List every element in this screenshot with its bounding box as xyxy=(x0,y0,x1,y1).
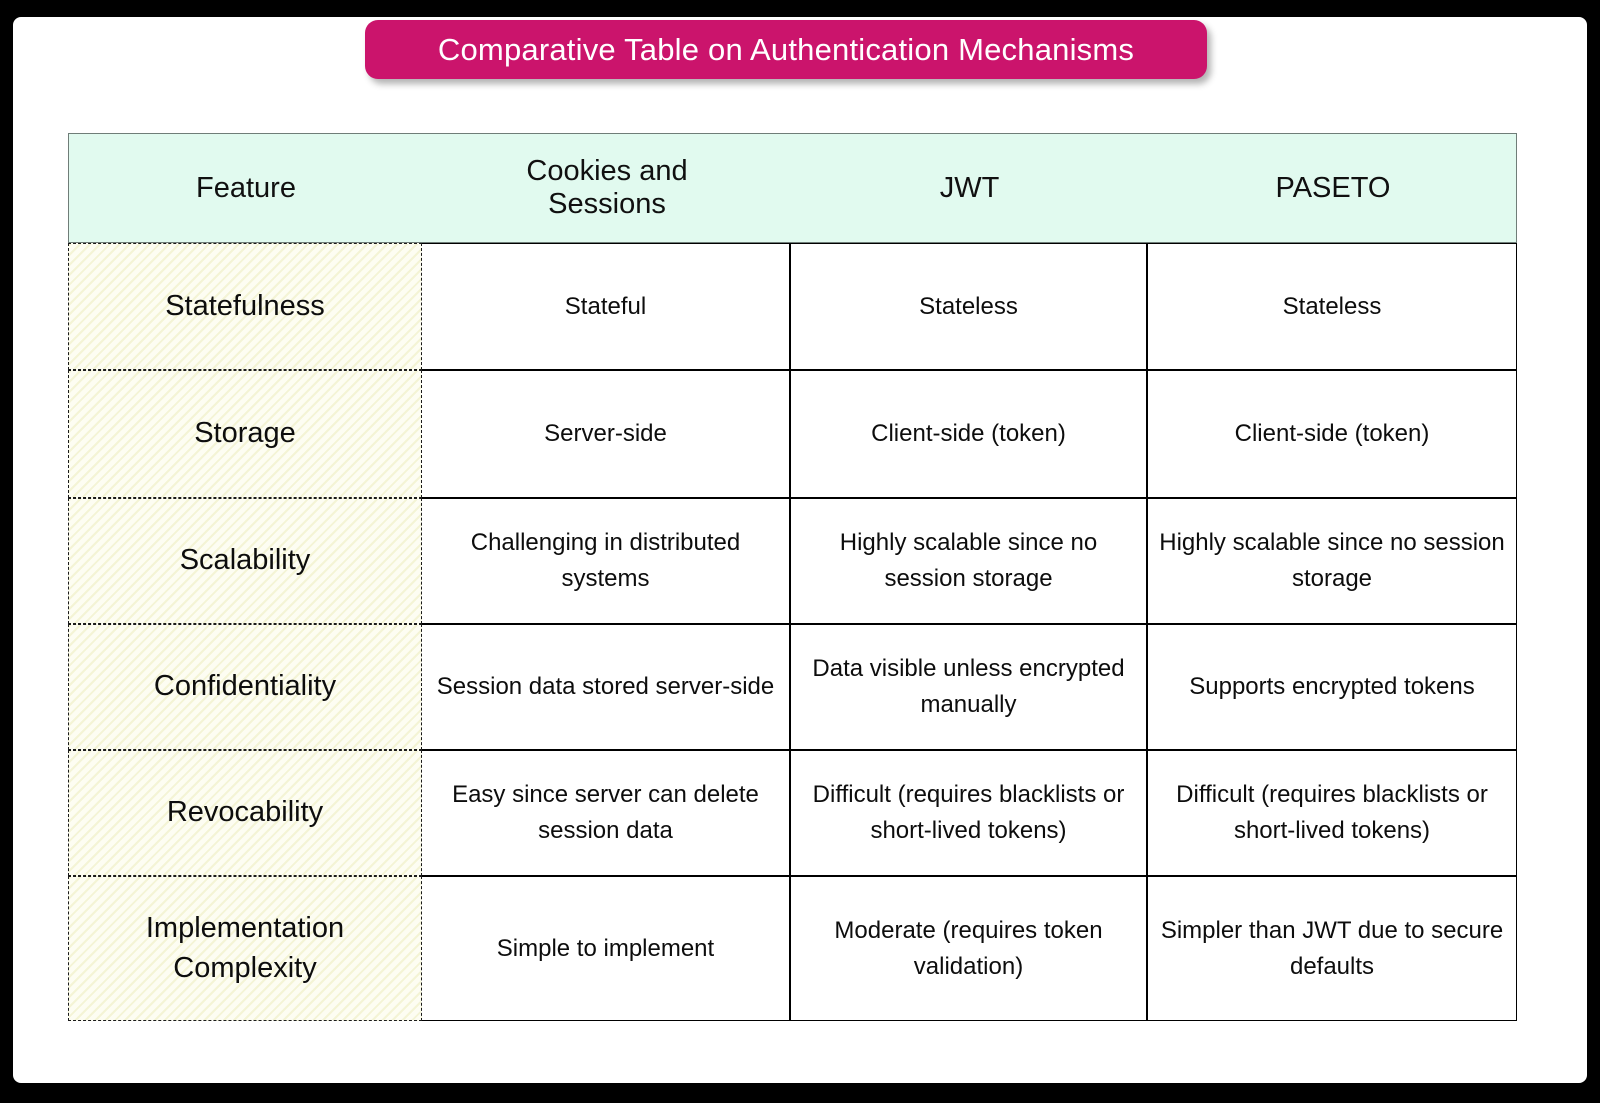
feature-cell-implementation-complexity: Implementation Complexity xyxy=(68,876,422,1021)
value-cell-statefulness-cookies: Stateful xyxy=(422,243,790,370)
table-header-row: Feature Cookies and Sessions JWT PASETO xyxy=(68,133,1517,243)
feature-cell-revocability: Revocability xyxy=(68,750,422,876)
value-cell-scalability-jwt: Highly scalable since no session storage xyxy=(790,498,1147,624)
column-header-feature: Feature xyxy=(196,171,296,204)
value-cell-scalability-cookies: Challenging in distributed systems xyxy=(422,498,790,624)
value-cell-storage-paseto: Client-side (token) xyxy=(1147,370,1517,498)
column-header-paseto: PASETO xyxy=(1275,171,1391,204)
feature-cell-statefulness: Statefulness xyxy=(68,243,422,370)
value-cell-storage-cookies: Server-side xyxy=(422,370,790,498)
page-title: Comparative Table on Authentication Mech… xyxy=(437,31,1135,67)
feature-cell-confidentiality: Confidentiality xyxy=(68,624,422,750)
value-cell-statefulness-jwt: Stateless xyxy=(790,243,1147,370)
comparison-table: Feature Cookies and Sessions JWT PASETO … xyxy=(68,133,1517,1021)
column-header-jwt: JWT xyxy=(939,171,1000,204)
value-cell-confidentiality-paseto: Supports encrypted tokens xyxy=(1147,624,1517,750)
value-cell-statefulness-paseto: Stateless xyxy=(1147,243,1517,370)
title-banner: Comparative Table on Authentication Mech… xyxy=(365,20,1207,79)
value-cell-storage-jwt: Client-side (token) xyxy=(790,370,1147,498)
value-cell-confidentiality-jwt: Data visible unless encrypted manually xyxy=(790,624,1147,750)
value-cell-confidentiality-cookies: Session data stored server-side xyxy=(422,624,790,750)
value-cell-revocability-jwt: Difficult (requires blacklists or short-… xyxy=(790,750,1147,876)
value-cell-implementation-cookies: Simple to implement xyxy=(422,876,790,1021)
value-cell-revocability-paseto: Difficult (requires blacklists or short-… xyxy=(1147,750,1517,876)
feature-cell-storage: Storage xyxy=(68,370,422,498)
column-header-cookies-sessions: Cookies and Sessions xyxy=(526,155,688,220)
value-cell-implementation-jwt: Moderate (requires token validation) xyxy=(790,876,1147,1021)
feature-cell-scalability: Scalability xyxy=(68,498,422,624)
value-cell-scalability-paseto: Highly scalable since no session storage xyxy=(1147,498,1517,624)
value-cell-implementation-paseto: Simpler than JWT due to secure defaults xyxy=(1147,876,1517,1021)
page-background: Comparative Table on Authentication Mech… xyxy=(13,17,1587,1083)
value-cell-revocability-cookies: Easy since server can delete session dat… xyxy=(422,750,790,876)
